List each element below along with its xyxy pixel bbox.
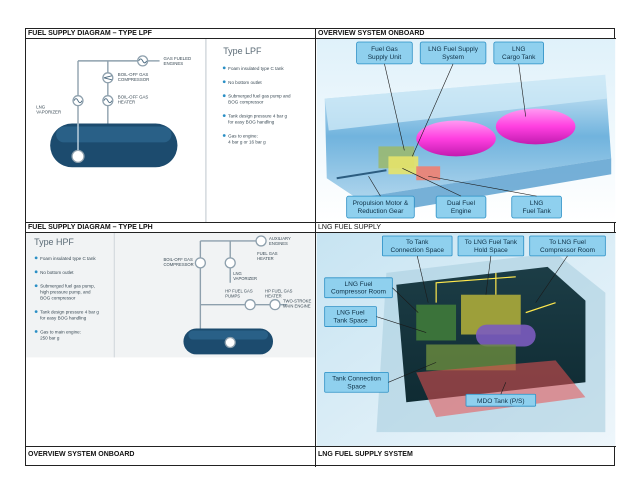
label-auxiliary-2: ENGINES xyxy=(269,241,288,246)
svg-text:Hold Space: Hold Space xyxy=(474,247,508,254)
callout-mdo-tank: MDO Tank (P/S) xyxy=(465,393,537,407)
label-lng-vaporizer: LNG xyxy=(36,105,46,110)
label-hpf-boiloff-2: COMPRESSOR xyxy=(164,262,194,267)
callout-lng-cargo-tank: LNG Cargo Tank xyxy=(493,41,544,65)
overview-onboard-cell: Fuel Gas Supply Unit LNG Fuel Supply Sys… xyxy=(316,39,616,223)
svg-text:Dual Fuel: Dual Fuel xyxy=(447,200,476,207)
callout-lng-fuel-supply-system: LNG Fuel Supply System xyxy=(419,41,487,65)
header-overview-onboard: OVERVIEW SYSTEM ONBOARD xyxy=(316,29,616,39)
hpf-bullet-5b: 250 bar g xyxy=(40,336,60,341)
label-boiloff-heater-2: HEATER xyxy=(118,100,135,105)
svg-text:LNG: LNG xyxy=(530,200,543,207)
svg-text:Connection Space: Connection Space xyxy=(390,247,444,254)
callout-fuel-gas-supply-unit: Fuel Gas Supply Unit xyxy=(356,41,413,65)
lpf-bullet-1: Foam insulated type C tank xyxy=(228,66,284,71)
lpf-bullet-5: Gas to engine: xyxy=(228,133,258,138)
callout-to-tank-connection-space: To Tank Connection Space xyxy=(381,235,453,257)
hpf-bullet-5: Gas to main engine: xyxy=(40,330,81,335)
svg-text:To LNG Fuel Tank: To LNG Fuel Tank xyxy=(465,239,518,246)
label-fuel-gas-heater: FUEL GAS xyxy=(257,251,278,256)
header-lpf-diagram: FUEL SUPPLY DIAGRAM – TYPE LPF xyxy=(26,29,316,39)
hpf-bullet-3b: high pressure pump, and xyxy=(40,290,91,295)
hpf-bullet-4: Tank design pressure 4 bar g xyxy=(40,310,99,315)
callout-propulsion-motor: Propulsion Motor & Reduction Gear xyxy=(346,195,415,219)
lpf-bullet-2: No bottom outlet xyxy=(228,80,262,85)
label-boiloff-heater: BOIL-OFF GAS xyxy=(118,95,149,100)
lpf-bullet-3: Submerged fuel gas pump and xyxy=(228,94,291,99)
callout-to-lng-fuel-compressor-room: To LNG Fuel Compressor Room xyxy=(529,235,606,257)
svg-text:Reduction Gear: Reduction Gear xyxy=(358,208,405,215)
svg-text:Compressor Room: Compressor Room xyxy=(331,289,386,296)
footer-lng-fuel-supply-system: LNG FUEL SUPPLY SYSTEM xyxy=(318,451,413,458)
label-hp-pumps-2: PUMPS xyxy=(225,294,240,299)
lpf-bullet-3b: BOG compressor xyxy=(228,100,264,105)
lpf-diagram: GAS FUELED ENGINES BOIL-OFF GAS COMPRESS… xyxy=(26,39,315,222)
svg-text:System: System xyxy=(442,54,464,61)
svg-text:LNG Fuel: LNG Fuel xyxy=(344,281,373,288)
label-lng-vaporizer-2: VAPORIZER xyxy=(36,110,61,115)
callout-dual-fuel-engine: Dual Fuel Engine xyxy=(435,195,487,219)
overview-onboard-image: Fuel Gas Supply Unit LNG Fuel Supply Sys… xyxy=(316,39,616,222)
svg-text:Tank Connection: Tank Connection xyxy=(332,375,381,382)
svg-text:LNG Fuel: LNG Fuel xyxy=(337,310,366,317)
svg-text:MDO Tank (P/S): MDO Tank (P/S) xyxy=(477,398,525,405)
svg-text:Space: Space xyxy=(347,383,366,390)
label-hpf-boiloff: BOIL-OFF GAS xyxy=(164,257,193,262)
hpf-bullet-3: Submerged fuel gas pump, xyxy=(40,284,95,289)
svg-text:To Tank: To Tank xyxy=(406,239,429,246)
svg-text:Tank Space: Tank Space xyxy=(333,318,368,325)
callout-to-lng-fuel-tank-hold: To LNG Fuel Tank Hold Space xyxy=(457,235,525,257)
lng-fuel-supply-image: To Tank Connection Space To LNG Fuel Tan… xyxy=(316,233,616,446)
hpf-title: Type HPF xyxy=(34,237,74,247)
label-hpf-vaporizer-2: VAPORIZER xyxy=(233,276,257,281)
header-lph-diagram: FUEL SUPPLY DIAGRAM – TYPE LPH xyxy=(26,223,316,233)
svg-text:Supply Unit: Supply Unit xyxy=(368,54,402,61)
label-hp-heater-2: HEATER xyxy=(265,294,282,299)
label-auxiliary: AUXILIARY xyxy=(269,236,291,241)
label-gas-fueled: GAS FUELED xyxy=(164,56,192,61)
document-table: FUEL SUPPLY DIAGRAM – TYPE LPF OVERVIEW … xyxy=(25,28,616,467)
hpf-diagram: Type HPF Foam insulated type C tank No b… xyxy=(26,233,315,446)
label-hpf-vaporizer: LNG xyxy=(233,271,242,276)
hpf-diagram-cell: Type HPF Foam insulated type C tank No b… xyxy=(26,233,316,447)
label-two-stroke: TWO-STROKE xyxy=(283,299,311,304)
lpf-bullet-4: Tank design pressure 4 bar g xyxy=(228,114,287,119)
svg-text:Engine: Engine xyxy=(451,208,472,215)
label-fuel-gas-heater-2: HEATER xyxy=(257,256,274,261)
svg-text:Compressor Room: Compressor Room xyxy=(540,247,595,254)
label-hp-pumps: HP FUEL GAS xyxy=(225,289,253,294)
hpf-bullet-2: No bottom outlet xyxy=(40,270,74,275)
svg-text:Fuel Gas: Fuel Gas xyxy=(371,46,398,53)
svg-text:To LNG Fuel: To LNG Fuel xyxy=(549,239,586,246)
hpf-bullet-1: Foam insulated type C tank xyxy=(40,256,96,261)
svg-text:Cargo Tank: Cargo Tank xyxy=(502,54,536,61)
callout-lng-fuel-tank: LNG Fuel Tank xyxy=(511,195,562,219)
label-hp-heater: HP FUEL GAS xyxy=(265,289,293,294)
callout-lng-fuel-tank-space: LNG Fuel Tank Space xyxy=(324,306,377,327)
footer-overview-onboard: OVERVIEW SYSTEM ONBOARD xyxy=(26,447,316,467)
lpf-title: Type LPF xyxy=(223,46,262,56)
label-gas-fueled-2: ENGINES xyxy=(164,61,184,66)
callout-tank-connection-space: Tank Connection Space xyxy=(324,371,389,393)
callout-lng-fuel-compressor-room: LNG Fuel Compressor Room xyxy=(324,277,393,299)
lpf-bullet-5b: 4 bar g or 16 bar g xyxy=(228,139,266,144)
lpf-bullet-4b: for easy BOG handling xyxy=(228,120,275,125)
svg-text:LNG: LNG xyxy=(512,46,525,53)
header-lng-fuel-supply: LNG FUEL SUPPLY xyxy=(316,223,616,233)
lpf-diagram-cell: GAS FUELED ENGINES BOIL-OFF GAS COMPRESS… xyxy=(26,39,316,223)
hpf-bullet-3c: BOG compressor xyxy=(40,296,76,301)
label-boiloff-compressor: BOIL-OFF GAS xyxy=(118,72,149,77)
label-boiloff-compressor-2: COMPRESSOR xyxy=(118,77,150,82)
svg-text:Fuel Tank: Fuel Tank xyxy=(522,208,551,215)
svg-text:Propulsion Motor &: Propulsion Motor & xyxy=(353,200,409,207)
label-two-stroke-2: MAIN ENGINE xyxy=(283,304,311,309)
svg-text:LNG Fuel Supply: LNG Fuel Supply xyxy=(428,46,479,53)
lng-fuel-supply-cell: To Tank Connection Space To LNG Fuel Tan… xyxy=(316,233,616,447)
hpf-bullet-4b: for easy BOG handling xyxy=(40,316,87,321)
